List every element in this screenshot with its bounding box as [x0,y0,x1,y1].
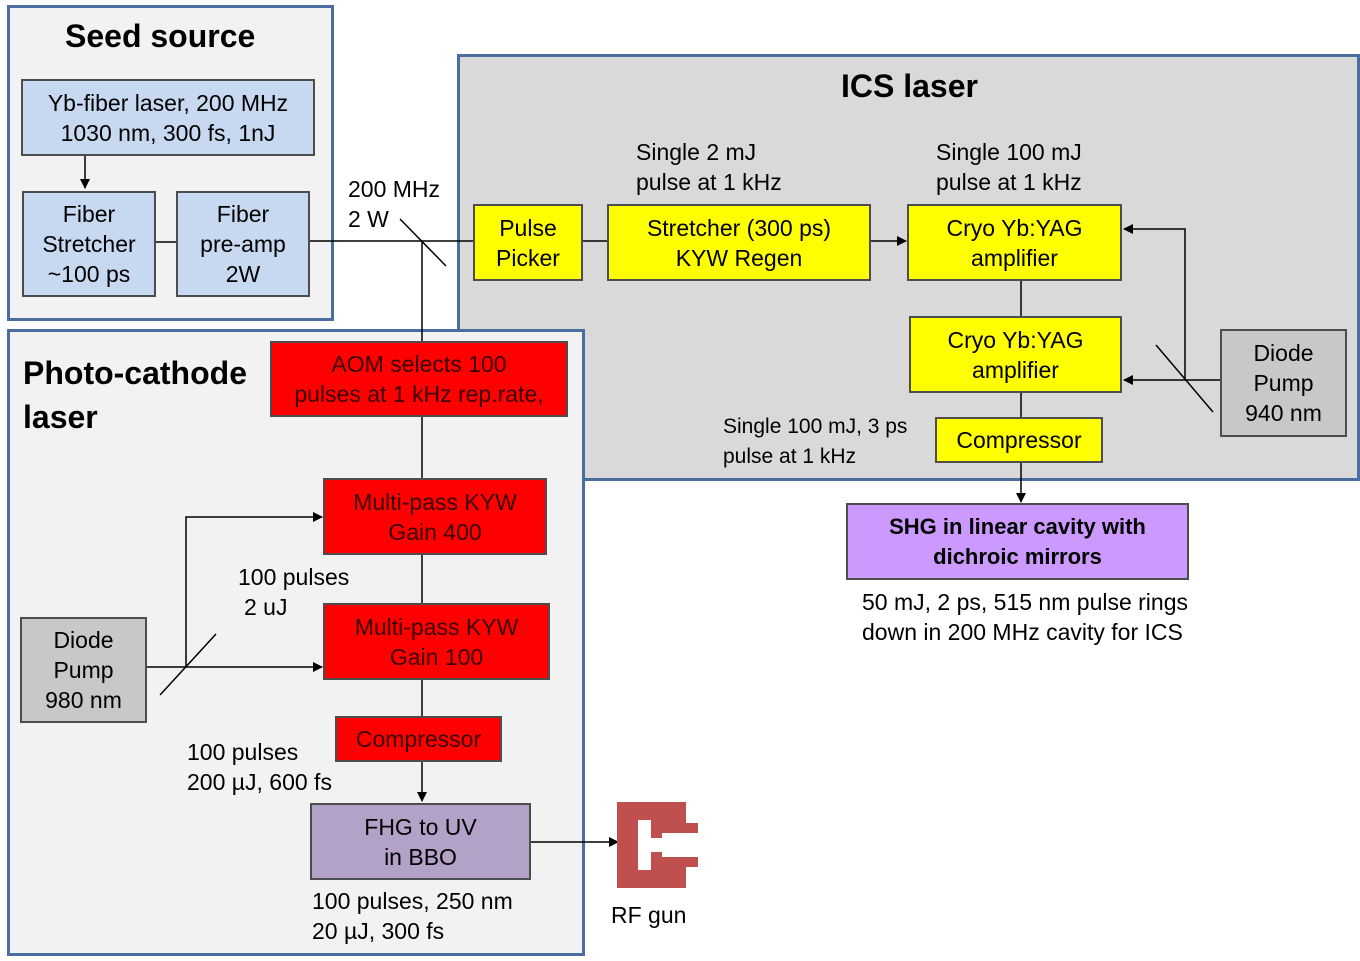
stretcher-regen-line2: KYW Regen [675,244,803,271]
beam-splitter-940 [1155,344,1214,413]
stretcher-regen-line1: Stretcher (300 ps) [646,214,832,241]
seed-output-label: 200 MHz 2 W [348,174,440,234]
beam-splitter-seed [399,218,447,267]
fhg-output-line2: 20 µJ, 300 fs [312,918,445,944]
cryo-output-line2: pulse at 1 kHz [936,169,1082,195]
multipass-400-line2: Gain 400 [388,518,482,545]
pulse-picker-line2: Picker [496,244,560,271]
yb-fiber-laser-box: Yb-fiber laser, 200 MHz 1030 nm, 300 fs,… [21,79,315,156]
rf-gun-icon [617,802,698,888]
fiber-stretcher-line3: ~100 ps [47,261,131,287]
cryo-amp-2-line2: amplifier [972,356,1059,383]
aom-line1: AOM selects 100 [331,351,507,377]
beam-splitter-980 [159,633,217,696]
wire-diode980-to-mp400 [185,512,323,667]
fiber-preamp-box: Fiber pre-amp 2W [176,191,310,297]
diode-pump-980-box: Diode Pump 980 nm [20,617,147,723]
multipass-400-line1: Multi-pass KYW [353,488,517,515]
cryo-output-line1: Single 100 mJ [936,139,1082,165]
shg-result-label: 50 mJ, 2 ps, 515 nm pulse rings down in … [862,587,1188,647]
regen-output-line1: Single 2 mJ [636,139,757,165]
diode-pump-940-box: Diode Pump 940 nm [1220,329,1347,437]
diode-pump-940-line1: Diode [1253,340,1314,366]
shg-result-line1: 50 mJ, 2 ps, 515 nm pulse rings [862,589,1188,615]
cryo-amp-2-line1: Cryo Yb:YAG [947,326,1084,353]
compressor-ics-line1: Compressor [956,427,1082,453]
fiber-preamp-line3: 2W [225,261,261,287]
fhg-output-label: 100 pulses, 250 nm 20 µJ, 300 fs [312,886,513,946]
seed-output-line2: 2 W [348,206,389,232]
multipass-gain-400-box: Multi-pass KYW Gain 400 [323,478,547,555]
pulse-picker-box: Pulse Picker [473,204,583,281]
cryo-amp-1-line2: amplifier [971,244,1058,271]
aom-line2: pulses at 1 kHz rep.rate, [294,381,544,407]
cryo-amp-1-line1: Cryo Yb:YAG [946,214,1083,241]
diode-pump-980-line3: 980 nm [45,687,122,713]
multipass-mid-line1: 100 pulses [238,564,350,590]
multipass-mid-label: 100 pulses 2 uJ [238,562,349,622]
fhg-uv-line2: in BBO [384,843,457,870]
cryo-output-label: Single 100 mJ pulse at 1 kHz [936,137,1082,197]
diode-pump-940-line3: 940 nm [1245,400,1322,426]
compressor-pc-input-line2: 200 µJ, 600 fs [187,769,332,795]
regen-output-label: Single 2 mJ pulse at 1 kHz [636,137,782,197]
cryo-amplifier-2-box: Cryo Yb:YAG amplifier [909,316,1122,393]
yb-fiber-laser-line1: Yb-fiber laser, 200 MHz [47,89,289,116]
photocathode-title-line1: Photo-cathode [23,355,247,391]
photocathode-title: Photo-cathode laser [23,355,247,435]
aom-box: AOM selects 100 pulses at 1 kHz rep.rate… [270,341,568,417]
multipass-100-line2: Gain 100 [389,643,484,670]
fiber-stretcher-box: Fiber Stretcher ~100 ps [22,191,156,297]
compressor-pc-box: Compressor [335,716,502,762]
yb-fiber-laser-line2: 1030 nm, 300 fs, 1nJ [60,119,276,146]
wire-diode940-to-cryo1 [1123,224,1186,380]
fiber-stretcher-line1: Fiber [62,201,116,227]
pulse-picker-line1: Pulse [499,214,557,241]
multipass-100-line1: Multi-pass KYW [354,613,519,640]
diode-pump-980-line2: Pump [53,657,114,683]
diode-pump-980-line1: Diode [53,627,114,653]
fhg-output-line1: 100 pulses, 250 nm [312,888,513,914]
fiber-preamp-line2: pre-amp [200,231,286,257]
fiber-preamp-line1: Fiber [216,201,270,227]
cryo-amplifier-1-box: Cryo Yb:YAG amplifier [907,204,1122,281]
compressor-input-label: Single 100 mJ, 3 ps pulse at 1 kHz [723,412,907,472]
compressor-pc-input-line1: 100 pulses [187,739,299,765]
compressor-input-line1: Single 100 mJ, 3 ps [723,415,908,438]
fhg-uv-line1: FHG to UV [364,813,477,840]
regen-output-line2: pulse at 1 kHz [636,169,782,195]
compressor-ics-box: Compressor [935,417,1103,463]
seed-output-line1: 200 MHz [348,176,441,202]
compressor-pc-line1: Compressor [355,726,482,752]
rf-gun-label: RF gun [611,902,687,928]
fhg-uv-box: FHG to UV in BBO [310,803,531,880]
stretcher-regen-box: Stretcher (300 ps) KYW Regen [607,204,871,281]
diode-pump-940-line2: Pump [1253,370,1314,396]
photocathode-title-line2: laser [23,399,98,435]
shg-result-line2: down in 200 MHz cavity for ICS [862,619,1183,645]
compressor-input-line2: pulse at 1 kHz [723,445,857,468]
multipass-gain-100-box: Multi-pass KYW Gain 100 [323,603,550,680]
seed-source-title: Seed source [65,18,256,54]
shg-cavity-line2: dichroic mirrors [933,543,1102,569]
shg-cavity-box: SHG in linear cavity with dichroic mirro… [846,503,1189,580]
ics-laser-title: ICS laser [841,68,978,104]
multipass-mid-line2: 2 uJ [244,594,288,620]
shg-cavity-line1: SHG in linear cavity with [889,513,1146,539]
compressor-pc-input-label: 100 pulses 200 µJ, 600 fs [187,737,332,797]
fiber-stretcher-line2: Stretcher [42,231,136,257]
